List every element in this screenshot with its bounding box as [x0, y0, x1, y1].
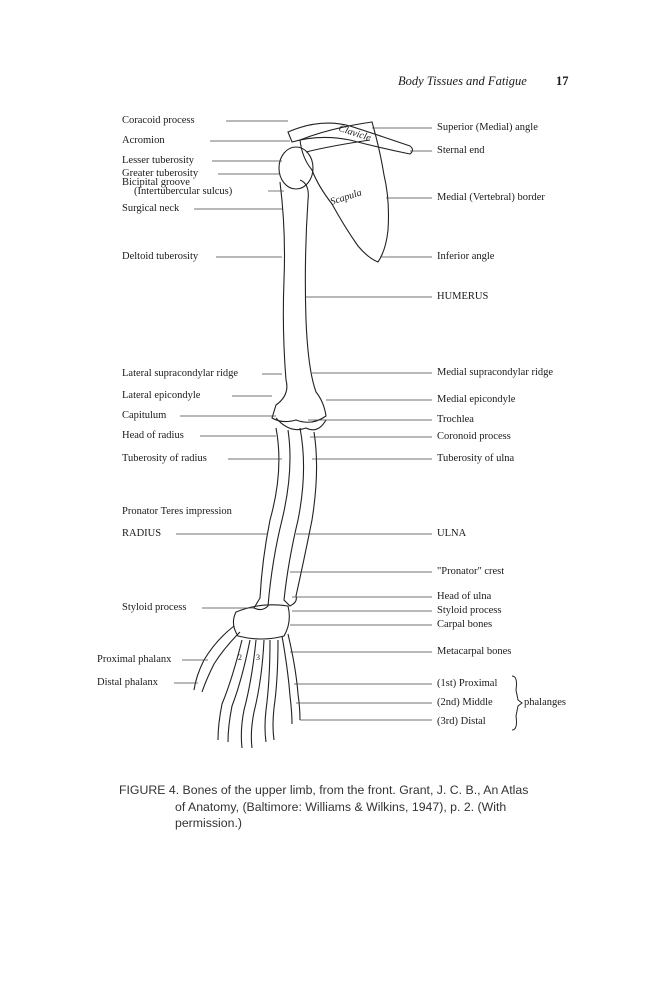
elbow-joint — [275, 417, 327, 431]
label-phalanges: phalanges — [524, 697, 566, 708]
running-title: Body Tissues and Fatigue — [398, 74, 527, 88]
label-tuberosity-of-radius: Tuberosity of radius — [122, 453, 207, 464]
caption-line-1: FIGURE 4. Bones of the upper limb, from … — [119, 783, 529, 797]
label-capitulum: Capitulum — [122, 410, 167, 421]
humerus-shaft — [271, 179, 327, 423]
label-head-of-radius: Head of radius — [122, 430, 184, 441]
label-metacarpal-bones: Metacarpal bones — [437, 646, 512, 657]
label-styloid-process-right: Styloid process — [437, 605, 502, 616]
radius-bone — [253, 427, 291, 611]
label-coronoid-process: Coronoid process — [437, 431, 511, 442]
finger-little — [281, 635, 293, 725]
page-number: 17 — [556, 74, 569, 88]
scapula-bone — [299, 121, 390, 263]
label-pronator-teres-impression: Pronator Teres impression — [122, 506, 232, 517]
label-carpal-bones: Carpal bones — [437, 619, 493, 630]
label-lateral-epicondyle: Lateral epicondyle — [122, 390, 201, 401]
label-superior-angle: Superior (Medial) angle — [437, 122, 538, 133]
finger-index — [217, 639, 243, 741]
label-inferior-angle: Inferior angle — [437, 251, 495, 262]
label-head-of-ulna: Head of ulna — [437, 591, 492, 602]
finger-middle — [240, 639, 257, 749]
figure-caption: FIGURE 4. Bones of the upper limb, from … — [119, 782, 559, 832]
phalanges-brace — [511, 675, 523, 731]
label-humerus: HUMERUS — [437, 291, 489, 302]
label-deltoid-tuberosity: Deltoid tuberosity — [122, 251, 199, 262]
label-lesser-tuberosity: Lesser tuberosity — [122, 155, 195, 166]
digit-number-3: 3 — [256, 653, 260, 662]
label-bicipital-groove: Bicipital groove — [122, 177, 190, 188]
label-sternal-end: Sternal end — [437, 145, 485, 156]
upper-limb-illustration — [174, 120, 523, 749]
label-greater-tuberosity: Greater tuberosity — [122, 168, 199, 179]
label-distal-phalanx: Distal phalanx — [97, 677, 158, 688]
clavicle-bone — [287, 122, 414, 155]
label-ulna: ULNA — [437, 528, 467, 539]
label-proximal-phalanx-1st: (1st) Proximal — [437, 678, 498, 689]
thumb — [193, 625, 235, 691]
caption-line-3: permission.) — [175, 816, 242, 830]
ulna-bone — [283, 427, 318, 607]
label-middle-phalanx-2nd: (2nd) Middle — [437, 697, 493, 708]
label-medial-epicondyle: Medial epicondyle — [437, 394, 516, 405]
label-radius: RADIUS — [122, 528, 162, 539]
digit-number-2: 2 — [238, 653, 242, 662]
label-distal-phalanx-3rd: (3rd) Distal — [437, 716, 486, 727]
label-proximal-phalanx: Proximal phalanx — [97, 654, 172, 665]
humeral-head — [278, 146, 314, 190]
label-tuberosity-of-ulna: Tuberosity of ulna — [437, 453, 515, 464]
label-pronator-crest: "Pronator" crest — [437, 566, 505, 577]
label-intertubercular-sulcus: (Intertubercular sulcus) — [134, 186, 233, 197]
carpal-bones — [232, 604, 290, 640]
label-acromion: Acromion — [122, 135, 165, 146]
label-medial-border: Medial (Vertebral) border — [437, 192, 545, 203]
label-styloid-process-left: Styloid process — [122, 602, 187, 613]
label-coracoid-process: Coracoid process — [122, 115, 195, 126]
finger-ring — [264, 639, 271, 743]
label-medial-supracondylar-ridge: Medial supracondylar ridge — [437, 367, 554, 378]
scapula-spine — [305, 139, 371, 153]
label-lateral-supracondylar-ridge: Lateral supracondylar ridge — [122, 368, 239, 379]
label-surgical-neck: Surgical neck — [122, 203, 180, 214]
caption-line-2: of Anatomy, (Baltimore: Williams & Wilki… — [175, 799, 507, 814]
label-trochlea: Trochlea — [437, 414, 474, 425]
